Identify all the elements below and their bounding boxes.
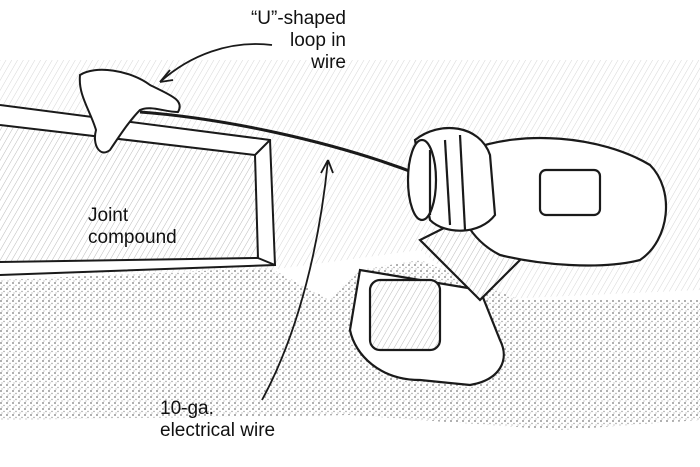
label-line: loop in <box>290 30 346 51</box>
callout-arrows <box>159 43 334 401</box>
electrical-wire <box>139 110 421 177</box>
floor-texture <box>0 260 700 430</box>
label-line: compound <box>88 227 177 248</box>
label-electrical-wire: 10-ga. electrical wire <box>160 398 275 442</box>
label-u-loop: “U”-shaped loop in wire <box>250 8 346 74</box>
label-line: 10-ga. <box>160 398 214 419</box>
hand <box>78 68 181 154</box>
label-line: “U”-shaped <box>250 8 346 29</box>
wall-box <box>0 104 277 276</box>
drill <box>348 126 668 387</box>
label-line: electrical wire <box>160 420 276 441</box>
label-line: wire <box>311 52 346 73</box>
label-line: Joint <box>88 205 129 226</box>
label-joint-compound: Joint compound <box>88 205 177 249</box>
